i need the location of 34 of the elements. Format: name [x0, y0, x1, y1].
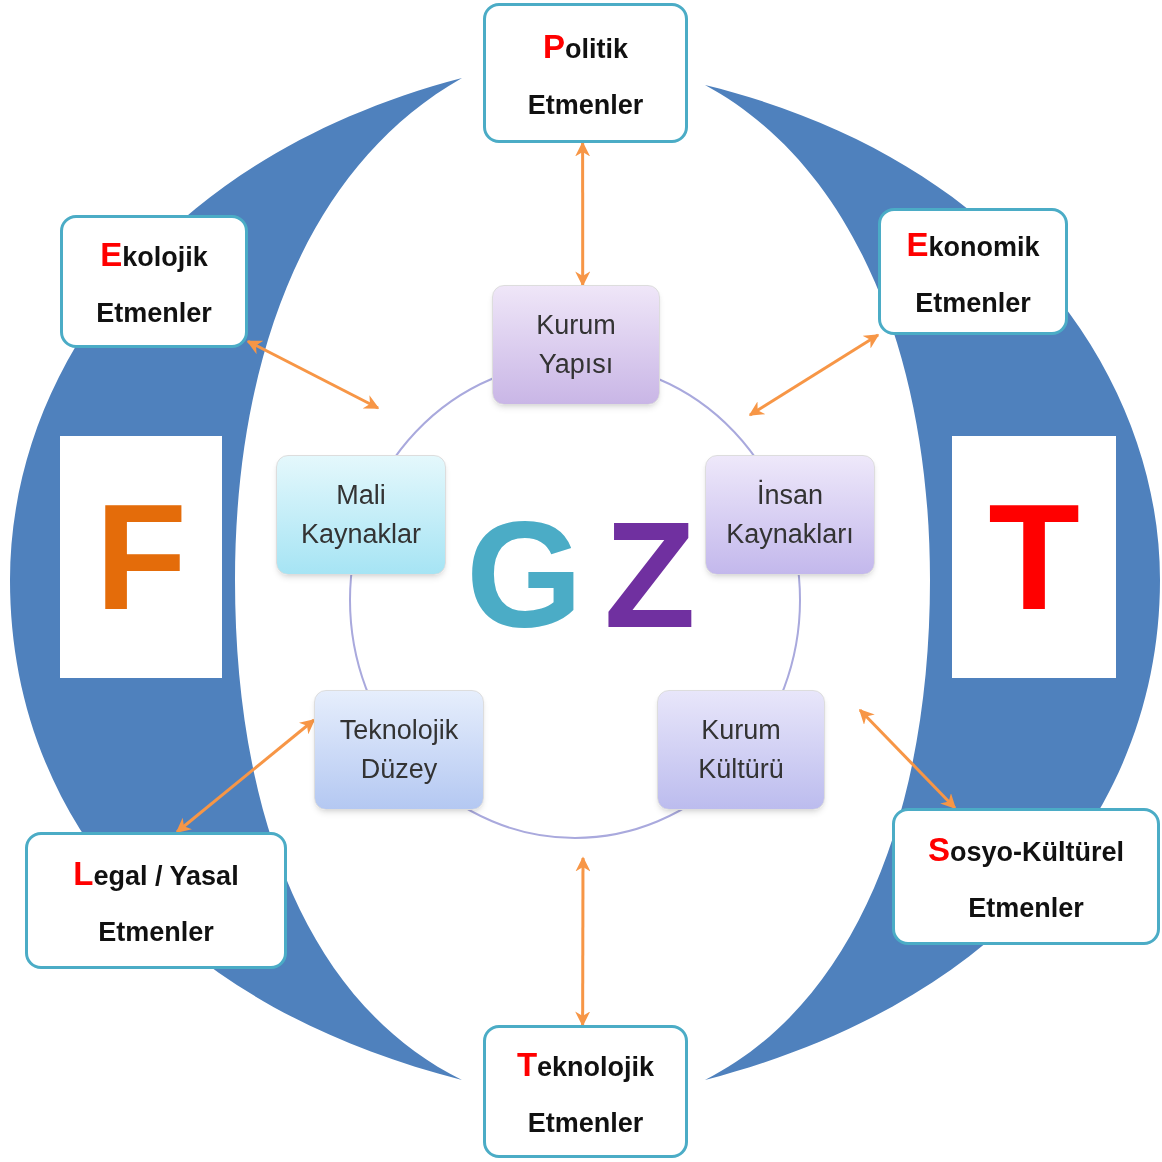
- resource-box: [657, 690, 825, 810]
- factor-box: [483, 1025, 688, 1158]
- factor-label: Sosyo-Kültürel Etmenler: [927, 830, 1125, 926]
- letter-panel: [952, 436, 1116, 678]
- letter-panel: [60, 436, 222, 678]
- big-letter: F: [95, 482, 187, 632]
- resource-box: [314, 690, 484, 810]
- factor-box: [878, 208, 1068, 335]
- resource-box: [492, 285, 660, 405]
- factor-box: [25, 832, 287, 969]
- double-arrow: [175, 718, 316, 834]
- factor-label: Politik Etmenler: [526, 26, 645, 122]
- factor-box: [892, 808, 1160, 945]
- factor-box: [483, 3, 688, 143]
- double-arrow: [858, 708, 957, 810]
- double-arrow: [246, 340, 380, 410]
- resource-label: İnsan Kaynakları: [725, 478, 855, 551]
- double-arrow: [748, 333, 880, 417]
- resource-box: [276, 455, 446, 575]
- resource-label: Teknolojik Düzey: [338, 713, 460, 786]
- double-arrow: [575, 141, 591, 287]
- factor-label: Legal / Yasal Etmenler: [72, 854, 240, 950]
- double-arrow: [575, 856, 591, 1027]
- resource-label: Kurum Yapısı: [535, 308, 617, 381]
- big-letter: T: [988, 482, 1080, 632]
- factor-box: [60, 215, 248, 348]
- factor-label: Ekolojik Etmenler: [95, 235, 213, 331]
- big-letter: G: [466, 500, 583, 650]
- factor-label: Teknolojik Etmenler: [515, 1045, 656, 1141]
- resource-label: Mali Kaynaklar: [299, 478, 423, 551]
- resource-box: [705, 455, 875, 575]
- factor-label: Ekonomik Etmenler: [905, 225, 1041, 321]
- resource-label: Kurum Kültürü: [697, 713, 785, 786]
- big-letter: Z: [604, 500, 696, 650]
